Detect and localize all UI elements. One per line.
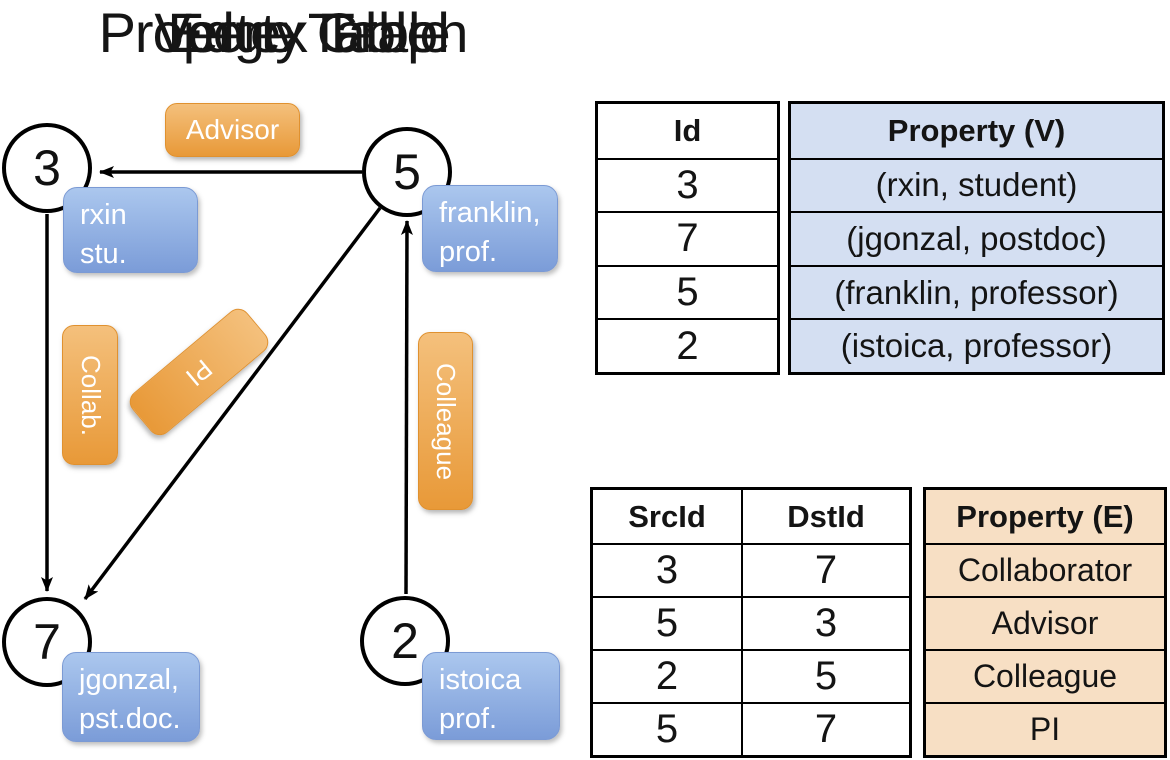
vertex-table-property-cell: (rxin, student) xyxy=(875,166,1078,204)
edge-pi-arrow xyxy=(83,206,382,601)
vertex-node-3-id: 3 xyxy=(33,140,61,196)
edge-table-id-columns: SrcId DstId 3 7 5 3 2 5 5 7 xyxy=(590,487,912,758)
vertex-node-5-id: 5 xyxy=(393,144,421,200)
edge-table-src-cell: 5 xyxy=(593,704,743,755)
edge-table-src-cell: 5 xyxy=(593,598,743,649)
vertex-property-rxin-line1: rxin xyxy=(80,199,127,231)
edge-colleague-arrow xyxy=(400,220,413,595)
vertex-property-franklin-line2: prof. xyxy=(439,235,498,268)
vertex-node-7-id: 7 xyxy=(33,614,61,670)
vertex-node-3: 3 xyxy=(2,123,92,213)
property-graph-title: Property Graph xyxy=(98,1,469,64)
edge-table-property-cell: Collaborator xyxy=(957,552,1133,588)
vertex-node-2-id: 2 xyxy=(391,613,419,669)
edge-table-property-cell: Colleague xyxy=(972,658,1118,694)
edge-table-header-srcid: SrcId xyxy=(593,490,743,543)
edge-table-property-column: Property (E) Collaborator Advisor Collea… xyxy=(923,487,1167,758)
edge-table-header-dstid: DstId xyxy=(787,498,865,534)
edge-table-dst-cell: 5 xyxy=(814,654,838,698)
edge-table-src-cell: 2 xyxy=(593,651,743,702)
graph-edges-layer xyxy=(41,166,413,601)
edge-label-advisor: Advisor xyxy=(165,103,300,157)
edge-label-pi-text: PI xyxy=(180,352,219,392)
edge-label-collab: Collab. xyxy=(62,325,118,465)
vertex-table-property-cell: (jgonzal, postdoc) xyxy=(846,219,1107,257)
vertex-table-id-cell: 7 xyxy=(676,216,699,261)
vertex-property-franklin: franklin, prof. xyxy=(422,185,558,272)
edge-label-colleague-text: Colleague xyxy=(431,362,461,480)
edge-label-advisor-text: Advisor xyxy=(185,114,280,145)
edge-table-title: Edge Table xyxy=(167,1,437,64)
vertex-table-title: Vertex Table xyxy=(154,1,450,64)
edge-label-collab-text: Collab. xyxy=(75,354,106,436)
vertex-table-header-id: Id xyxy=(673,112,702,148)
edge-table-header-property: Property (E) xyxy=(956,498,1134,534)
vertex-table-id-cell: 3 xyxy=(676,162,699,207)
vertex-property-jgonzal: jgonzal, pst.doc. xyxy=(62,652,200,742)
edge-table-dst-cell: 7 xyxy=(814,707,838,751)
vertex-property-rxin-line2: stu. xyxy=(80,237,127,270)
vertex-table-id-cell: 5 xyxy=(676,270,699,315)
vertex-property-istoica-line1: istoica xyxy=(439,664,522,696)
edge-table-dst-cell: 7 xyxy=(814,548,838,592)
vertex-property-franklin-line1: franklin, xyxy=(439,197,541,229)
edge-table-property-cell: Advisor xyxy=(991,605,1099,641)
vertex-table-id-cell: 2 xyxy=(676,323,699,368)
vertex-property-jgonzal-line1: jgonzal, xyxy=(79,664,179,696)
edge-table-src-cell: 3 xyxy=(593,545,743,596)
vertex-property-istoica-line2: prof. xyxy=(439,702,498,735)
edge-label-colleague: Colleague xyxy=(418,332,473,510)
vertex-table-property-column: Property (V) (rxin, student) (jgonzal, p… xyxy=(788,101,1165,375)
edge-table-dst-cell: 3 xyxy=(814,601,838,645)
vertex-table-property-cell: (istoica, professor) xyxy=(840,327,1113,365)
vertex-table-header-property: Property (V) xyxy=(887,112,1066,148)
vertex-property-istoica: istoica prof. xyxy=(422,652,560,740)
vertex-table-property-cell: (franklin, professor) xyxy=(834,273,1119,311)
vertex-property-rxin: rxin stu. xyxy=(63,187,198,273)
edge-table-property-cell: PI xyxy=(1029,711,1061,747)
vertex-table-id-column: Id 3 7 5 2 xyxy=(595,101,780,375)
vertex-property-jgonzal-line2: pst.doc. xyxy=(79,702,181,735)
